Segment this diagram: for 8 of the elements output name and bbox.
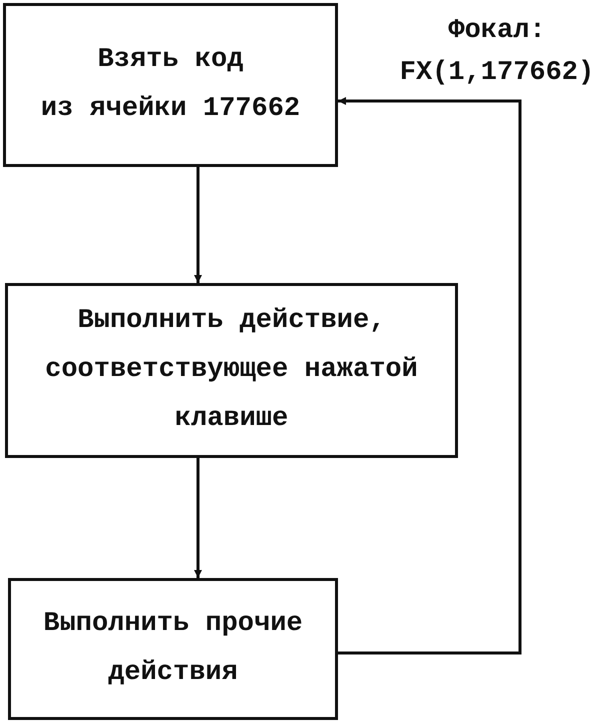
process-box (8, 578, 338, 720)
process-box (3, 3, 338, 167)
arrow (194, 167, 202, 283)
process-box (5, 283, 458, 458)
node-text: Выполнить действие, соответствующее нажатой клавише (44, 305, 419, 436)
node-text: Выполнить прочие действия (42, 608, 304, 690)
arrow (194, 458, 202, 578)
node-text: Взять код из ячейки 177662 (40, 44, 300, 126)
